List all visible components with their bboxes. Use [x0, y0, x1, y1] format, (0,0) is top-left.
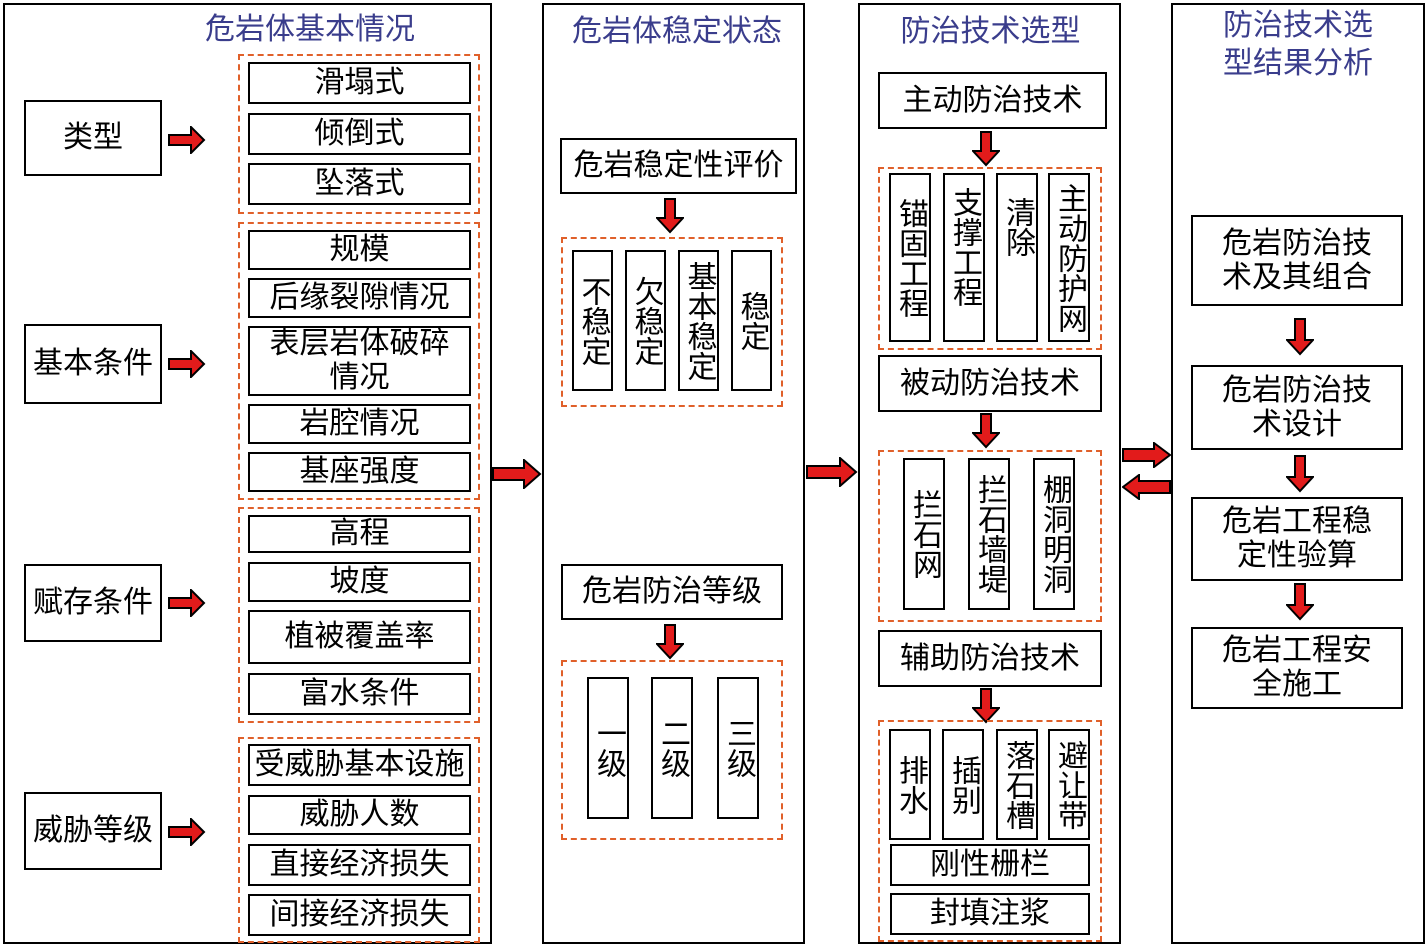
group-active	[878, 167, 1102, 350]
selection-passive: 被动防治技术	[878, 355, 1102, 412]
group-condition	[238, 222, 480, 500]
condition-item: 基座强度	[248, 452, 471, 492]
arrow-stability-to-selection	[806, 457, 858, 487]
arrow-step-1	[1286, 318, 1314, 356]
auxiliary-item: 插别	[942, 729, 984, 840]
occurrence-item: 坡度	[248, 562, 471, 602]
analysis-step: 危岩工程安全施工	[1191, 627, 1403, 709]
arrow-step-2	[1286, 455, 1314, 493]
condition-item: 岩腔情况	[248, 404, 471, 444]
grade-item: 三级	[717, 677, 759, 819]
occurrence-item: 富水条件	[248, 673, 471, 715]
condition-item: 表层岩体破碎情况	[248, 326, 471, 396]
stability-grade: 危岩防治等级	[561, 564, 783, 620]
group-passive	[878, 450, 1102, 622]
panel-title-basic: 危岩体基本情况	[205, 12, 415, 47]
arrow-selection-to-analysis	[1122, 442, 1172, 468]
group-grade	[561, 660, 783, 840]
active-item: 清除	[996, 173, 1038, 342]
threat-item: 直接经济损失	[248, 844, 471, 886]
group-evaluation	[561, 237, 783, 407]
label-occurrence: 赋存条件	[24, 564, 162, 642]
grade-item: 二级	[651, 677, 693, 819]
panel-title-selection: 防治技术选型	[900, 14, 1081, 49]
threat-item: 间接经济损失	[248, 894, 471, 936]
group-auxiliary	[878, 720, 1102, 942]
occurrence-item: 植被覆盖率	[248, 610, 471, 664]
threat-item: 威胁人数	[248, 795, 471, 835]
auxiliary-item: 落石槽	[996, 729, 1038, 840]
active-item: 支撑工程	[943, 173, 985, 342]
evaluation-item: 基本稳定	[678, 250, 719, 391]
arrow-basic-to-stability	[492, 459, 542, 489]
arrow-passive-down	[972, 413, 1000, 449]
arrow-active-down	[972, 131, 1000, 167]
condition-item: 规模	[248, 230, 471, 270]
evaluation-item: 不稳定	[572, 250, 613, 391]
type-item: 滑塌式	[248, 62, 471, 104]
arrow-type	[168, 126, 206, 154]
group-type	[238, 54, 480, 214]
arrow-condition	[168, 350, 206, 378]
label-condition: 基本条件	[24, 324, 162, 404]
condition-item: 后缘裂隙情况	[248, 278, 471, 318]
panel-title-stability: 危岩体稳定状态	[572, 14, 782, 49]
arrow-step-3	[1286, 583, 1314, 621]
group-threat	[238, 737, 480, 943]
analysis-step: 危岩工程稳定性验算	[1191, 497, 1403, 581]
arrow-auxiliary-down	[972, 688, 1000, 724]
analysis-step: 危岩防治技术设计	[1191, 365, 1403, 450]
type-item: 倾倒式	[248, 113, 471, 155]
auxiliary-item: 排水	[889, 729, 931, 840]
threat-item: 受威胁基本设施	[248, 744, 471, 786]
label-type: 类型	[24, 100, 162, 176]
auxiliary-wide-item: 封填注浆	[890, 893, 1090, 935]
selection-active: 主动防治技术	[878, 72, 1107, 129]
arrow-analysis-to-selection	[1122, 474, 1171, 500]
type-item: 坠落式	[248, 163, 471, 205]
evaluation-item: 欠稳定	[625, 250, 666, 391]
arrow-grade-down	[656, 624, 684, 660]
arrow-threat	[168, 818, 206, 846]
evaluation-item: 稳定	[731, 250, 772, 391]
active-item: 锚固工程	[889, 173, 931, 342]
arrow-evaluation-down	[656, 198, 684, 234]
stability-evaluation: 危岩稳定性评价	[560, 138, 797, 194]
active-item: 主动防护网	[1048, 173, 1090, 342]
occurrence-item: 高程	[248, 515, 471, 553]
analysis-step: 危岩防治技术及其组合	[1191, 215, 1403, 306]
passive-item: 棚洞明洞	[1033, 458, 1075, 610]
selection-auxiliary: 辅助防治技术	[878, 630, 1102, 687]
label-threat: 威胁等级	[24, 792, 162, 870]
arrow-occurrence	[168, 589, 206, 617]
group-occurrence	[238, 507, 480, 723]
panel-title-analysis: 防治技术选 型结果分析	[1223, 8, 1373, 81]
auxiliary-wide-item: 刚性栅栏	[890, 844, 1090, 886]
passive-item: 拦石墙堤	[968, 458, 1010, 610]
passive-item: 拦石网	[903, 458, 945, 610]
auxiliary-item: 避让带	[1048, 729, 1090, 840]
grade-item: 一级	[587, 677, 629, 819]
